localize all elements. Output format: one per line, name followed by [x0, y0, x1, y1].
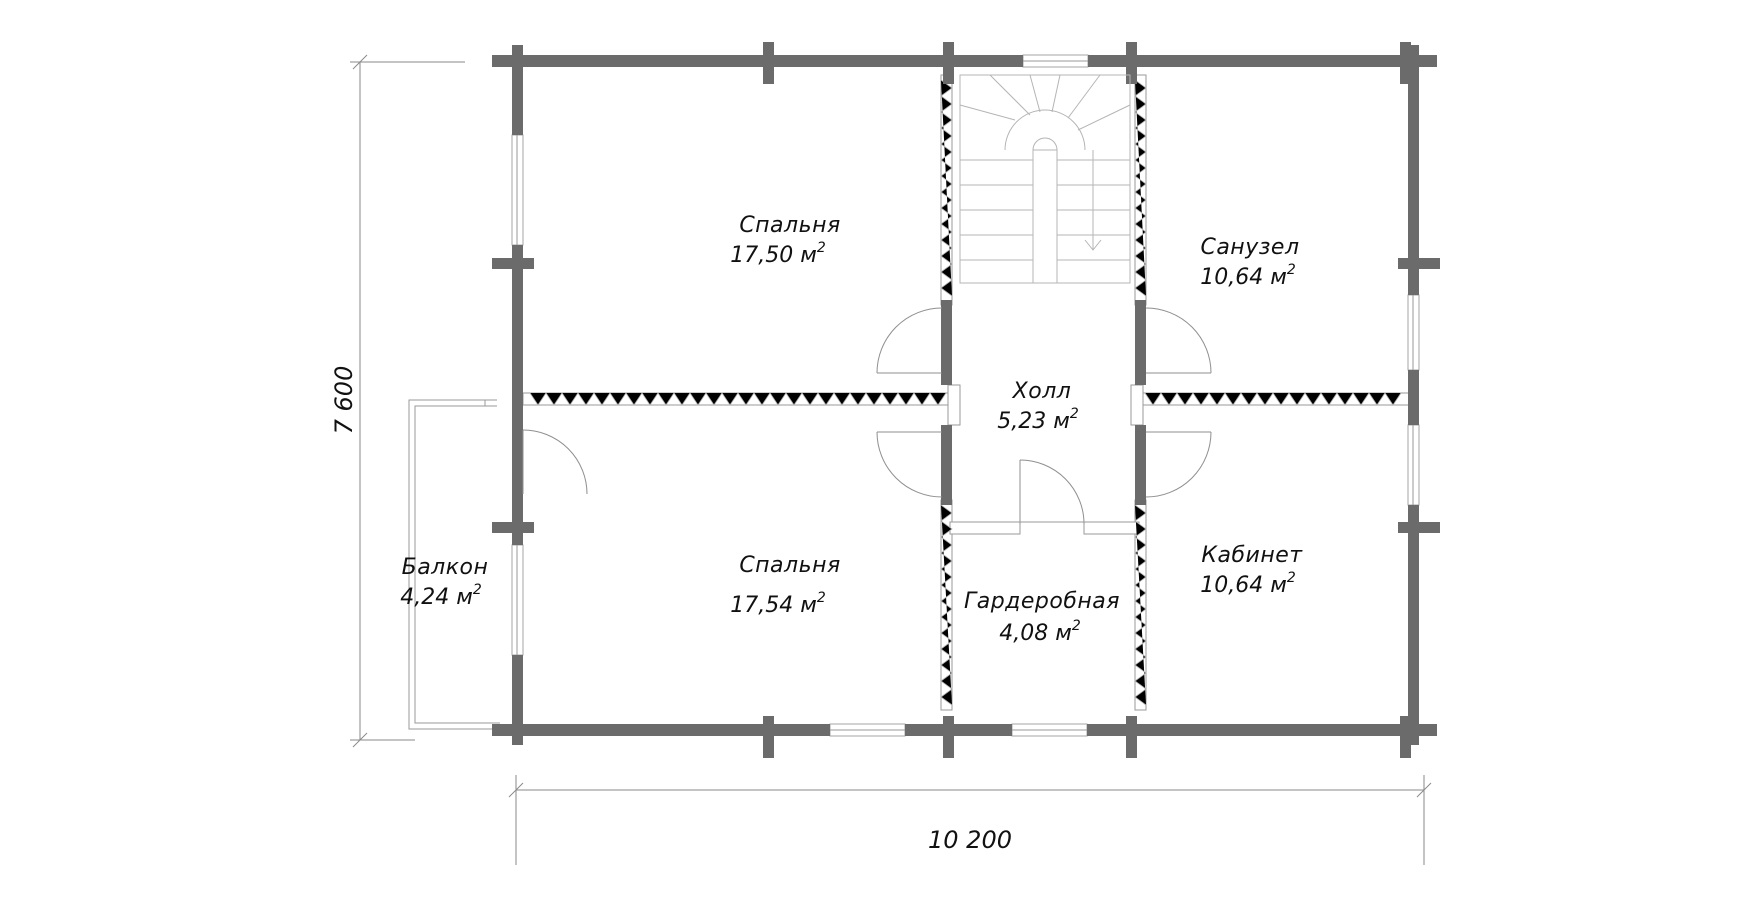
room-hall: Холл 5,23 м2	[997, 379, 1079, 434]
room-study: Кабинет 10,64 м2	[1200, 543, 1303, 598]
log-walls	[492, 42, 1440, 758]
dimension-height-label: 7 600	[330, 366, 358, 435]
area-superscript: 2	[1287, 262, 1296, 278]
room-area: 17,54 м	[730, 593, 817, 618]
area-superscript: 2	[1072, 618, 1081, 634]
area-superscript: 2	[817, 590, 826, 606]
dimension-width	[508, 775, 1432, 865]
windows	[511, 54, 1420, 737]
svg-text:17,50 м2: 17,50 м2	[730, 240, 826, 268]
room-bathroom: Санузел 10,64 м2	[1200, 235, 1299, 290]
room-area: 4,08 м	[999, 621, 1072, 646]
area-superscript: 2	[473, 582, 482, 598]
area-superscript: 2	[1287, 570, 1296, 586]
door-swings	[522, 307, 1212, 525]
room-area: 17,50 м	[730, 243, 817, 268]
room-name: Спальня	[739, 213, 840, 238]
staircase	[959, 74, 1131, 284]
room-name: Спальня	[739, 553, 840, 578]
room-area: 5,23 м	[997, 409, 1070, 434]
dimension-height	[350, 54, 465, 748]
svg-text:10,64 м2: 10,64 м2	[1200, 262, 1296, 290]
room-area: 10,64 м	[1200, 265, 1287, 290]
room-name: Санузел	[1200, 235, 1299, 260]
svg-text:4,24 м2: 4,24 м2	[400, 582, 482, 610]
svg-text:5,23 м2: 5,23 м2	[997, 406, 1079, 434]
svg-text:4,08 м2: 4,08 м2	[999, 618, 1081, 646]
dimension-width-label: 10 200	[928, 826, 1012, 854]
partitions	[522, 74, 1411, 711]
room-area: 10,64 м	[1200, 573, 1287, 598]
area-superscript: 2	[1070, 406, 1079, 422]
room-area: 4,24 м	[400, 585, 473, 610]
room-name: Балкон	[402, 555, 489, 580]
area-superscript: 2	[817, 240, 826, 256]
room-name: Кабинет	[1201, 543, 1303, 568]
room-name: Гардеробная	[964, 589, 1120, 614]
balcony-railing	[408, 399, 500, 730]
room-wardrobe: Гардеробная 4,08 м2	[964, 589, 1120, 646]
room-balcony: Балкон 4,24 м2	[400, 555, 488, 610]
svg-text:10,64 м2: 10,64 м2	[1200, 570, 1296, 598]
room-bedroom-bottom: Спальня 17,54 м2	[730, 553, 840, 618]
room-bedroom-top: Спальня 17,50 м2	[730, 213, 840, 268]
room-name: Холл	[1012, 379, 1072, 404]
svg-text:17,54 м2: 17,54 м2	[730, 590, 826, 618]
